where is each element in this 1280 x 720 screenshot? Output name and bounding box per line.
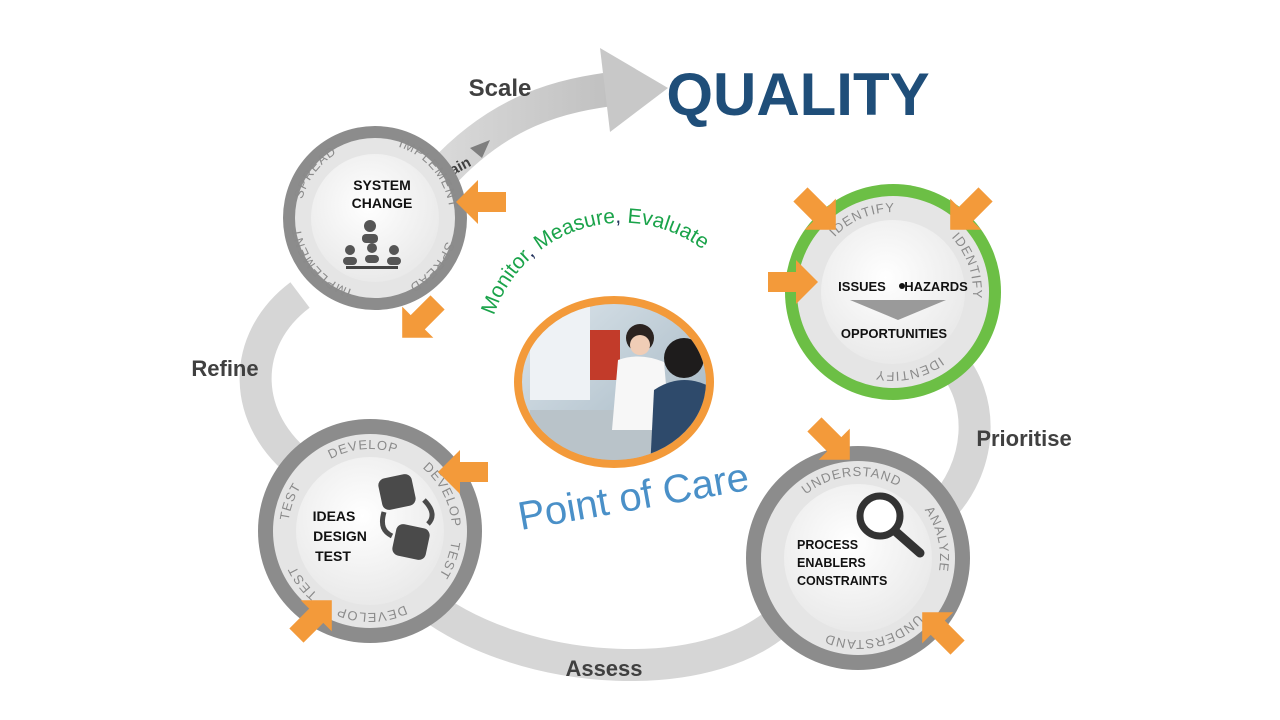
ring-word-develop-3: DEVELOP (334, 603, 408, 626)
process-line-2: ENABLERS (797, 556, 866, 570)
hazards-text: HAZARDS (904, 279, 968, 294)
issues-text: ISSUES (838, 279, 886, 294)
bullet-dot-icon (899, 283, 905, 289)
stage-identify: IDENTIFY IDENTIFY IDENTIFY ISSUES HAZARD… (785, 184, 1001, 400)
opportunities-text: OPPORTUNITIES (841, 326, 948, 341)
stage-process: UNDERSTAND ANALYZE UNDERSTAND PROCESS EN… (746, 446, 970, 670)
evaluate-text: Evaluate (627, 205, 714, 254)
ideas-line-3: TEST (315, 548, 351, 564)
shuffle-blocks-icon (378, 474, 435, 560)
magnifier-icon (856, 492, 925, 558)
assess-label: Assess (565, 656, 642, 681)
measure-text: Measure (530, 205, 616, 255)
stage-system-change: SPREAD IMPLEMENT SPREAD IMPLEMENT SYSTEM… (283, 126, 467, 310)
svg-text:DEVELOP: DEVELOP (334, 603, 409, 626)
process-line-1: PROCESS (797, 538, 858, 552)
stage-ideas: TEST DEVELOP DEVELOP TEST DEVELOP TEST I… (258, 419, 482, 643)
system-line-1: SYSTEM (353, 177, 411, 193)
sustain-triangle-icon (470, 140, 490, 158)
refine-label: Refine (191, 356, 258, 381)
clinician-photo (514, 296, 714, 468)
flow-band-refine (239, 282, 315, 481)
prioritise-label: Prioritise (976, 426, 1071, 451)
system-line-2: CHANGE (352, 195, 413, 211)
process-line-3: CONSTRAINTS (797, 574, 887, 588)
ideas-line-1: IDEAS (313, 508, 356, 524)
point-of-care-text: Point of Care (515, 455, 753, 539)
flow-band-assess (409, 585, 803, 682)
monitor-text: Monitor (477, 244, 535, 317)
flow-band-scale (427, 48, 668, 188)
quality-title: QUALITY (666, 61, 929, 128)
scale-label: Scale (469, 75, 532, 102)
ideas-line-2: DESIGN (313, 528, 367, 544)
down-triangle-icon (850, 300, 946, 320)
meeting-people-icon (343, 220, 401, 269)
